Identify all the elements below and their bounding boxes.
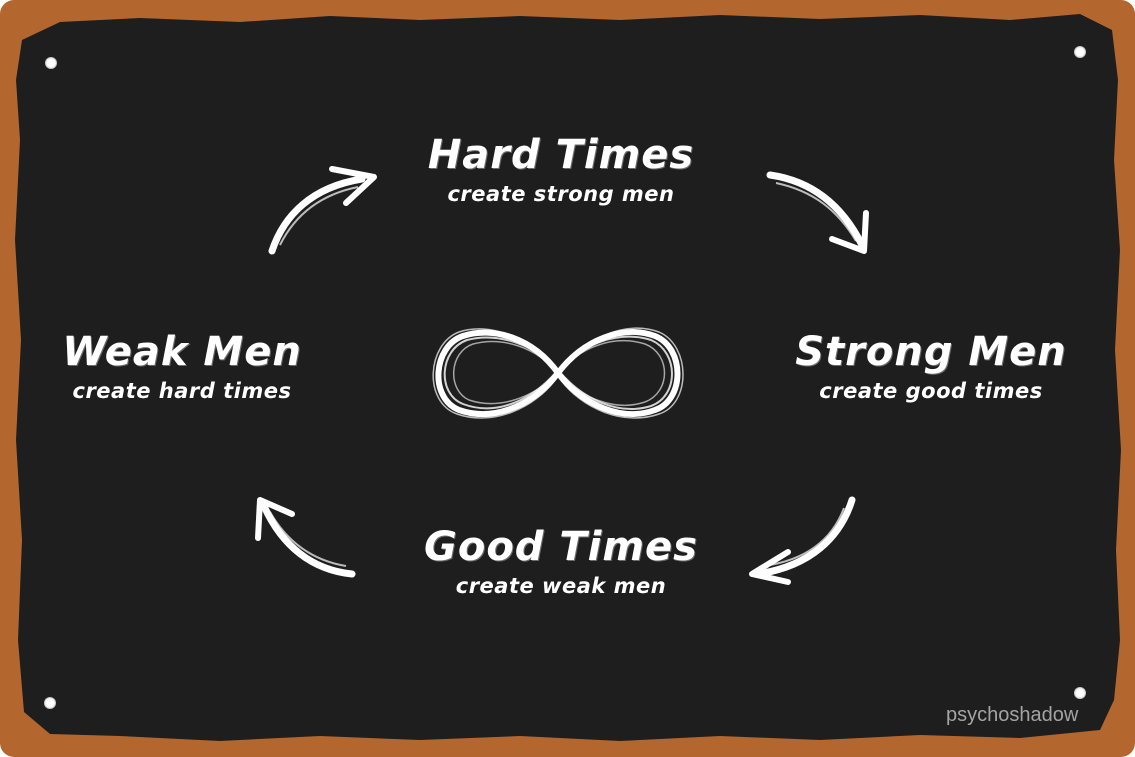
node-left-subtitle: create hard times (72, 379, 292, 403)
arrow-up-right-icon (268, 166, 377, 255)
mounting-hole-bottom-left (44, 697, 56, 709)
node-right-title: Strong Men (795, 329, 1067, 375)
node-bottom: Good Times create weak men (424, 523, 698, 601)
mounting-hole-bottom-right (1074, 687, 1086, 699)
node-right-subtitle: create good times (819, 379, 1043, 403)
infinity-icon (432, 327, 684, 419)
arrow-up-left-icon (255, 497, 356, 578)
arrow-down-right-icon (766, 171, 869, 254)
node-top-title: Hard Times (427, 132, 695, 178)
node-bottom-title: Good Times (424, 524, 698, 570)
node-left-title: Weak Men (62, 329, 302, 375)
node-top-subtitle: create strong men (447, 182, 675, 206)
mounting-hole-top-right (1074, 46, 1086, 58)
node-left: Weak Men create hard times (62, 328, 302, 406)
node-top: Hard Times create strong men (428, 131, 694, 209)
watermark: psychoshadow (946, 704, 1079, 726)
arrow-down-left-icon (749, 496, 856, 585)
chalkboard-surface (15, 14, 1121, 741)
node-bottom-subtitle: create weak men (455, 574, 667, 598)
node-right: Strong Men create good times (795, 328, 1067, 406)
mounting-hole-top-left (45, 57, 57, 69)
